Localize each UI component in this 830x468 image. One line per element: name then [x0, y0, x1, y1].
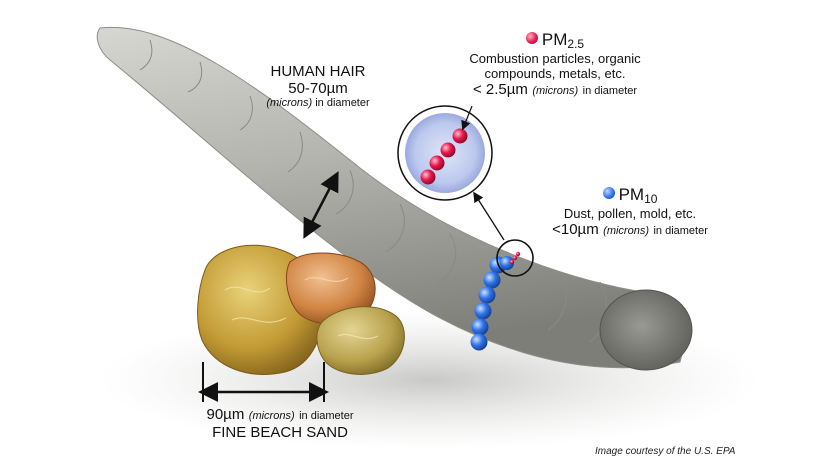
hair-title: HUMAN HAIR — [270, 63, 366, 80]
sand-size: 90µm — [206, 406, 245, 423]
pm10-label: PM10 Dust, pollen, mold, etc. <10µm (mic… — [520, 185, 740, 239]
zoom-arrow — [473, 191, 505, 241]
pm25-magnifier-small — [496, 239, 534, 277]
pm10-unit-note: (microns) — [603, 225, 649, 237]
sand-unit-note: (microns) — [248, 410, 295, 422]
image-credit: Image courtesy of the U.S. EPA — [595, 446, 736, 457]
pm10-desc: Dust, pollen, mold, etc. — [563, 206, 697, 221]
pm10-subscript: 10 — [644, 192, 658, 206]
hair-label: HUMAN HAIR 50-70µm (microns) in diameter — [228, 63, 408, 109]
pm25-label: PM2.5 Combustion particles, organic comp… — [440, 30, 670, 99]
hair-diameter-arrow — [303, 171, 339, 239]
hair-cut-end — [599, 289, 693, 371]
pm10-title: PM — [618, 185, 645, 204]
pm25-unit-note: (microns) — [532, 85, 579, 97]
hair-unit-note: (microns) — [266, 97, 313, 109]
beach-sand-grains — [197, 244, 405, 375]
pm25-magnified-bubble — [397, 105, 493, 201]
hair-suffix: in diameter — [315, 97, 370, 109]
sand-label: 90µm (microns) in diameter FINE BEACH SA… — [170, 406, 390, 441]
pm10-size: <10µm — [552, 221, 599, 238]
hair-size: 50-70µm — [288, 80, 348, 97]
human-hair-strand — [96, 26, 693, 371]
sand-suffix: in diameter — [299, 410, 354, 422]
pm25-desc-line2: compounds, metals, etc. — [484, 66, 626, 81]
pm25-title: PM — [541, 30, 568, 49]
pm25-desc-line1: Combustion particles, organic — [469, 51, 641, 66]
sand-diameter-measure — [198, 362, 329, 402]
pm25-subscript: 2.5 — [567, 37, 585, 51]
pm25-dot-icon — [525, 32, 538, 44]
sand-title: FINE BEACH SAND — [212, 424, 348, 441]
sand-grain-olive — [316, 306, 405, 375]
pm10-suffix: in diameter — [653, 225, 708, 237]
pm25-suffix: in diameter — [582, 85, 638, 97]
pm10-dot-icon — [602, 187, 615, 199]
pm25-size: < 2.5µm — [472, 81, 528, 98]
